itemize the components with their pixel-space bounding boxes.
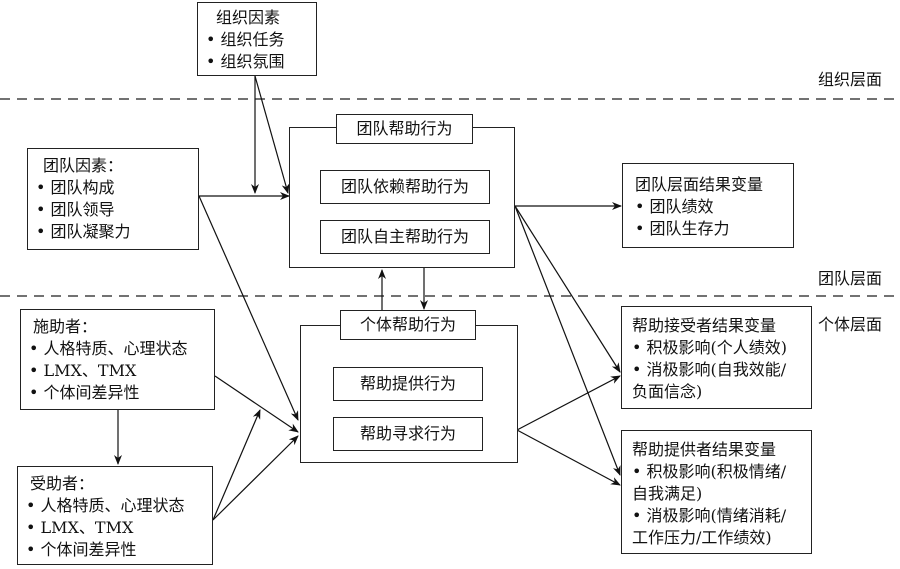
arrow-helper-to-individual xyxy=(214,375,299,433)
arrow-teamfactors-to-individual xyxy=(198,195,299,421)
team-autonomous-helping: 团队自主帮助行为 xyxy=(320,220,490,254)
team-factors-item: • 团队领导 xyxy=(36,200,115,219)
team-factors-box: 团队因素： • 团队构成 • 团队领导 • 团队凝聚力 xyxy=(27,148,199,250)
team-factors-item: • 团队凝聚力 xyxy=(36,222,131,241)
org-factors-item: • 组织任务 xyxy=(206,30,285,49)
level-label-organization: 组织层面 xyxy=(818,70,883,89)
arrow-org-to-team-b xyxy=(254,75,290,194)
provider-outcomes-title: 帮助提供者结果变量 xyxy=(632,440,777,459)
org-factors-item: • 组织氛围 xyxy=(206,52,285,71)
arrow-team-to-recipient xyxy=(514,205,621,373)
individual-helping-title: 个体帮助行为 xyxy=(340,310,476,340)
recipient-outcomes-line: 负面信念) xyxy=(632,382,703,401)
helper-title: 施助者： xyxy=(33,317,98,336)
level-label-individual: 个体层面 xyxy=(818,315,883,334)
team-outcomes-box: 团队层面结果变量 • 团队绩效 • 团队生存力 xyxy=(622,163,794,248)
helper-item: • LMX、TMX xyxy=(29,361,137,380)
team-outcomes-item: • 团队绩效 xyxy=(635,197,714,216)
helper-item: • 人格特质、心理状态 xyxy=(29,339,188,358)
org-factors-box: 组织因素 • 组织任务 • 组织氛围 xyxy=(197,2,317,76)
provider-outcomes-line: • 积极影响(积极情绪/ xyxy=(632,462,787,481)
org-factors-title: 组织因素 xyxy=(216,8,281,27)
help-providing-behavior: 帮助提供行为 xyxy=(333,367,483,401)
team-outcomes-item: • 团队生存力 xyxy=(635,219,730,238)
team-factors-item: • 团队构成 xyxy=(36,178,115,197)
arrow-individual-to-recipient xyxy=(516,375,621,431)
recipient-item: • LMX、TMX xyxy=(26,518,134,537)
level-label-team: 团队层面 xyxy=(818,269,883,288)
recipient-outcomes-line: • 消极影响(自我效能/ xyxy=(632,360,787,379)
arrow-team-to-provider xyxy=(514,205,621,476)
team-factors-title: 团队因素： xyxy=(43,156,124,175)
helper-box: 施助者： • 人格特质、心理状态 • LMX、TMX • 个体间差异性 xyxy=(20,309,215,410)
provider-outcomes-line: 自我满足) xyxy=(632,484,703,503)
provider-outcomes-line: 工作压力/工作绩效) xyxy=(632,528,772,547)
team-helping-title: 团队帮助行为 xyxy=(336,114,473,144)
recipient-box: 受助者： • 人格特质、心理状态 • LMX、TMX • 个体间差异性 xyxy=(17,466,213,565)
team-outcomes-title: 团队层面结果变量 xyxy=(635,175,764,194)
recipient-outcomes-title: 帮助接受者结果变量 xyxy=(632,316,777,335)
provider-outcomes-box: 帮助提供者结果变量 • 积极影响(积极情绪/ 自我满足) • 消极影响(情绪消耗… xyxy=(621,430,812,554)
recipient-outcomes-line: • 积极影响(个人绩效) xyxy=(632,338,788,357)
team-dependent-helping: 团队依赖帮助行为 xyxy=(320,170,490,204)
provider-outcomes-line: • 消极影响(情绪消耗/ xyxy=(632,506,787,525)
recipient-outcomes-box: 帮助接受者结果变量 • 积极影响(个人绩效) • 消极影响(自我效能/ 负面信念… xyxy=(621,306,812,409)
help-seeking-behavior: 帮助寻求行为 xyxy=(333,417,483,451)
arrow-individual-to-provider xyxy=(516,429,621,486)
arrow-recipient-to-midpoint xyxy=(212,409,261,521)
arrow-recipient-to-individual xyxy=(212,435,299,521)
recipient-item: • 个体间差异性 xyxy=(26,540,137,559)
recipient-item: • 人格特质、心理状态 xyxy=(26,496,185,515)
recipient-title: 受助者： xyxy=(30,474,95,493)
helper-item: • 个体间差异性 xyxy=(29,383,140,402)
